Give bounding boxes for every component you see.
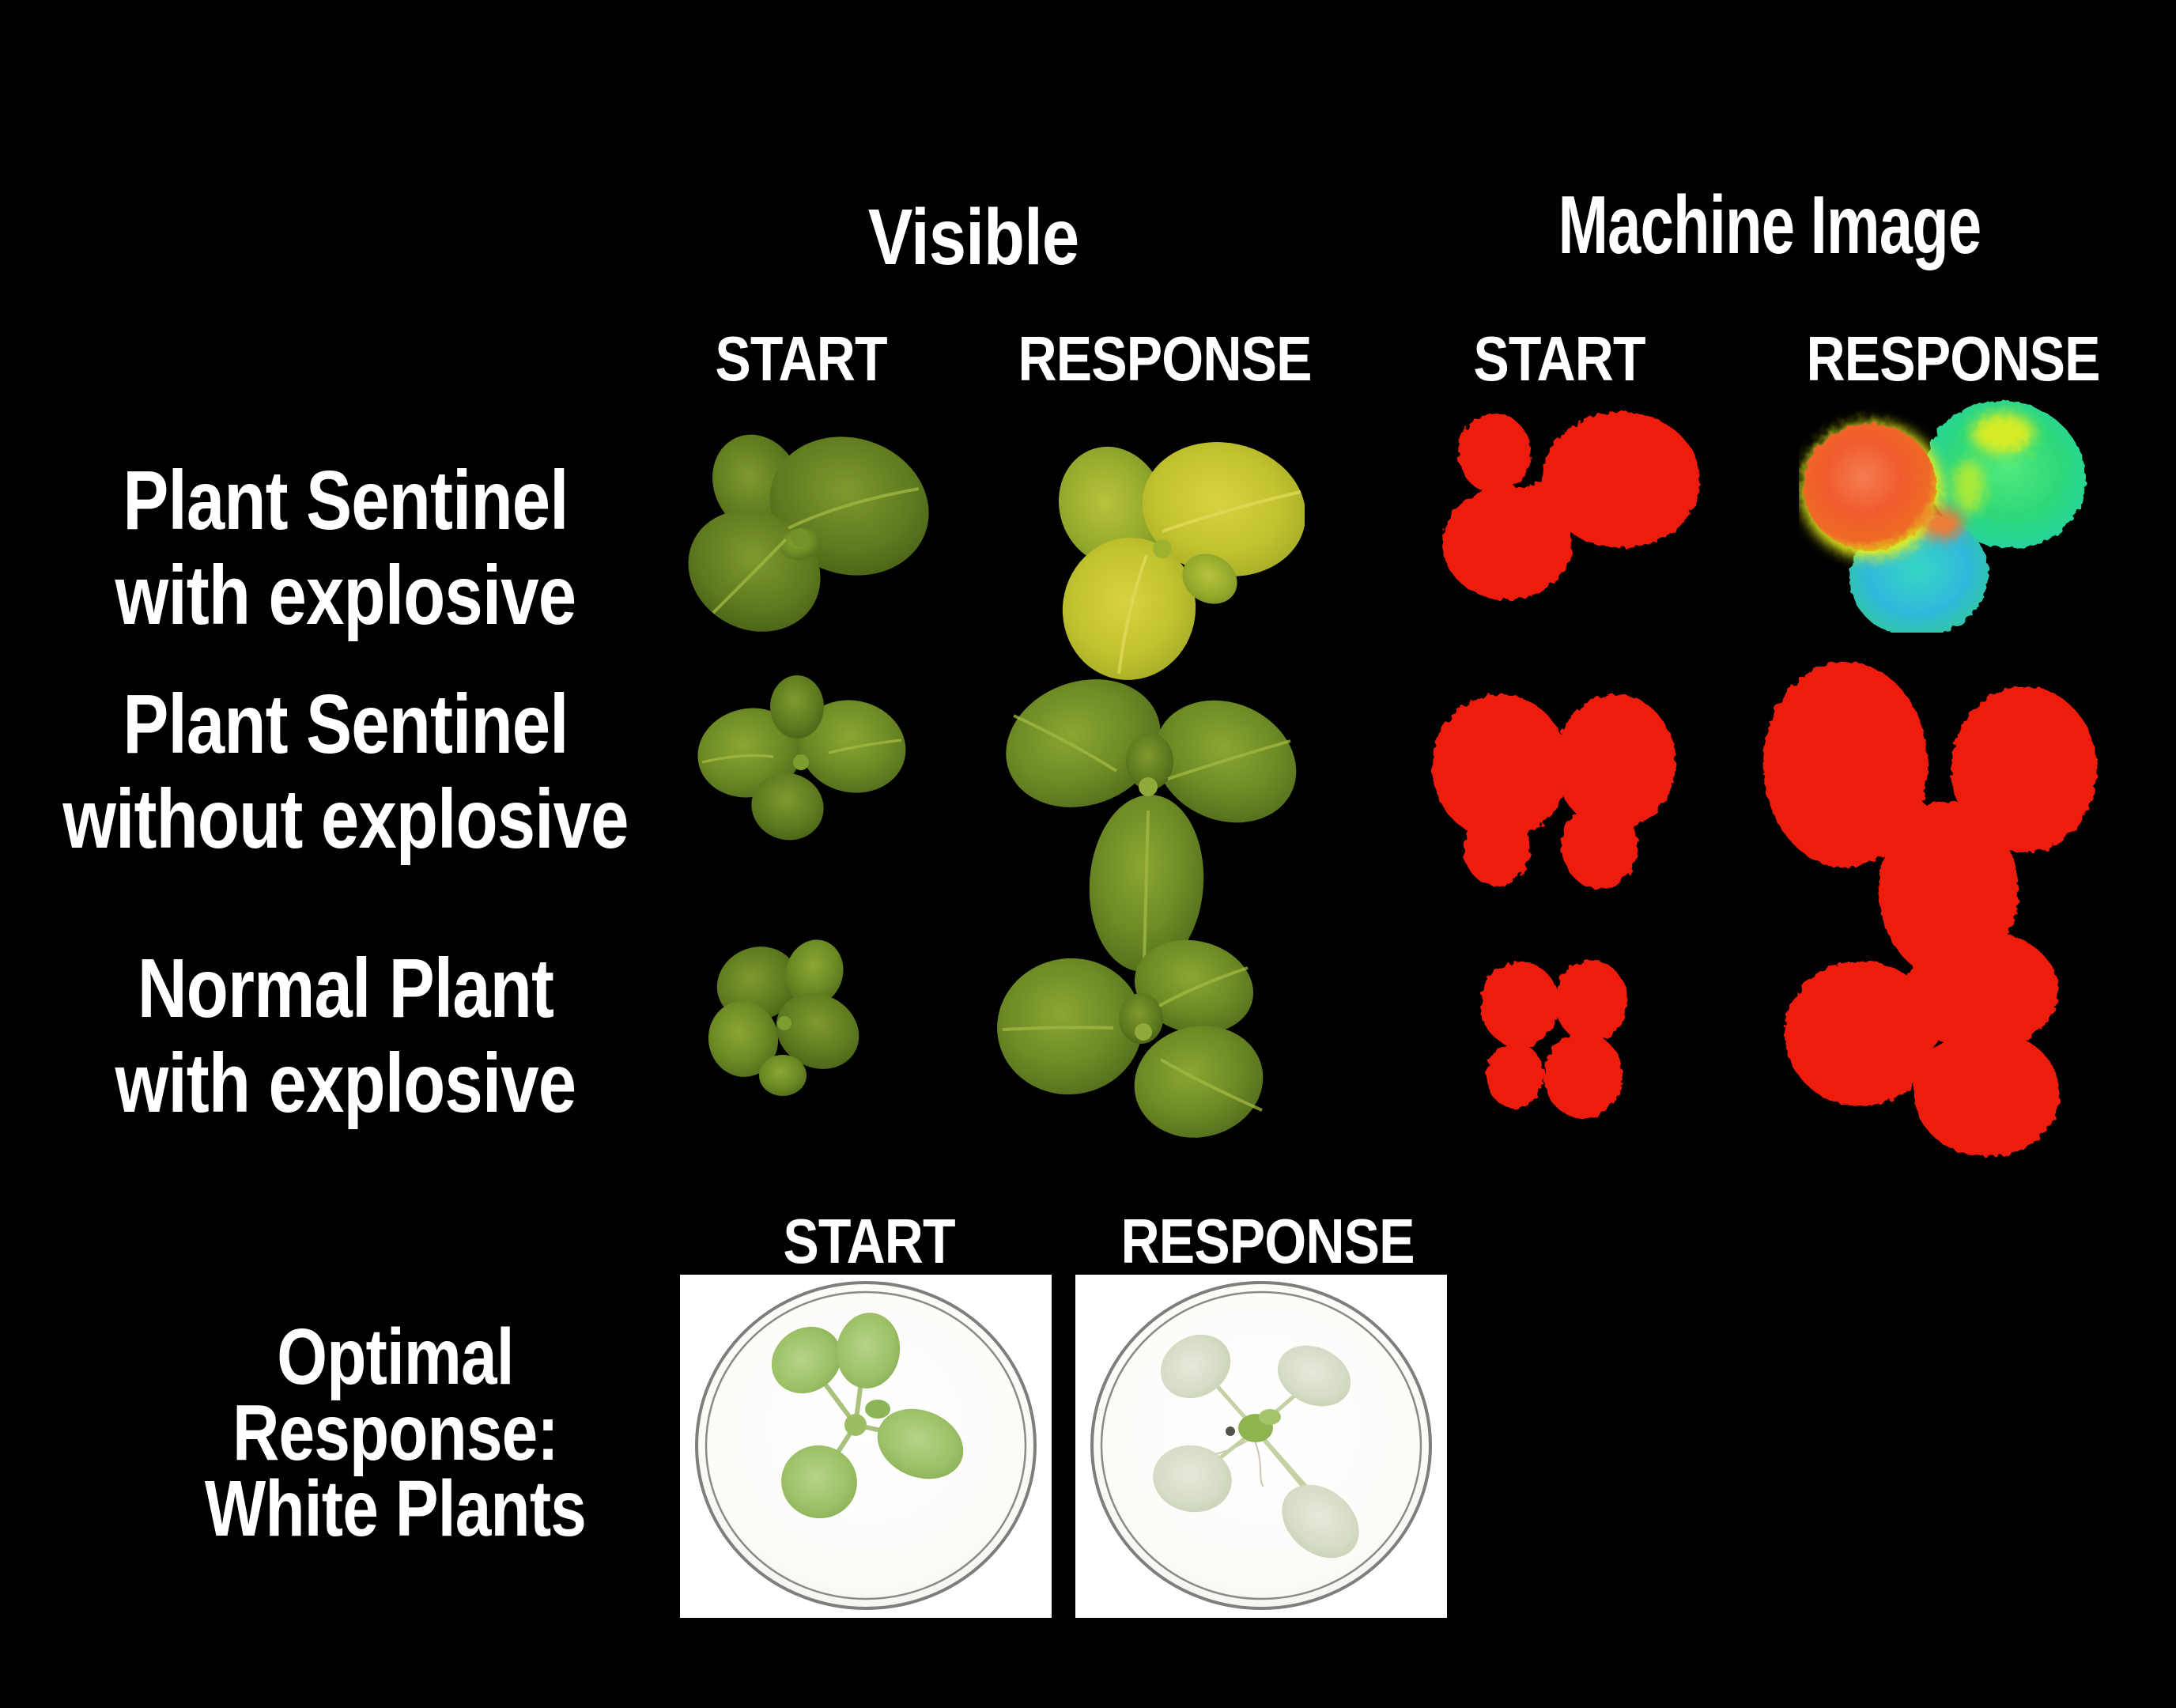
optimal-response-label: Optimal Response: White Plants xyxy=(104,1313,687,1553)
petri-dish-start-photo xyxy=(680,1275,1052,1618)
visible-plant-row3-start-photo xyxy=(708,939,859,1096)
red-silhouette xyxy=(1442,412,1700,600)
red-silhouette xyxy=(1432,694,1675,889)
row-label-sentinel-without-explosive: Plant Sentinel without explosive xyxy=(54,677,637,867)
optimal-response-line: Optimal xyxy=(277,1313,514,1401)
optimal-response-line: Response: xyxy=(232,1389,559,1477)
plant-leaves xyxy=(688,434,929,632)
petri-dish-response-photo xyxy=(1075,1275,1447,1618)
machine-response-header: RESPONSE xyxy=(1806,323,2101,394)
row-label-sentinel-with-explosive: Plant Sentinel with explosive xyxy=(54,453,637,643)
machine-image-column-title: Machine Image xyxy=(1558,179,1982,271)
visible-plant-row2-response-photo xyxy=(1006,679,1297,972)
visible-response-header: RESPONSE xyxy=(1018,323,1313,394)
row-label-line: with explosive xyxy=(115,549,576,642)
optimal-response-line: White Plants xyxy=(204,1464,587,1553)
visible-plant-row1-response-photo xyxy=(1058,442,1305,680)
plant-leaves xyxy=(1058,442,1305,680)
plant-leaves xyxy=(997,939,1264,1138)
row-label-line: Plant Sentinel xyxy=(123,454,569,547)
machine-blob-row3-response xyxy=(1785,930,2060,1157)
row-label-line: with explosive xyxy=(115,1037,576,1130)
row-label-line: Plant Sentinel xyxy=(123,678,569,771)
row-label-line: Normal Plant xyxy=(137,942,554,1035)
heatmap-silhouette xyxy=(1800,400,2087,633)
bottom-response-header: RESPONSE xyxy=(1120,1206,1415,1276)
visible-start-header: START xyxy=(715,323,887,394)
machine-start-header: START xyxy=(1473,323,1645,394)
red-silhouette xyxy=(1785,930,2060,1157)
row-label-line: without explosive xyxy=(62,773,629,866)
row-label-normal-plant-with-explosive: Normal Plant with explosive xyxy=(54,941,637,1131)
white-seedling xyxy=(1153,1334,1359,1559)
visible-plant-row2-start-photo xyxy=(697,675,906,841)
machine-blob-row3-start xyxy=(1480,960,1627,1118)
petri-dish-start-drawing xyxy=(695,1281,1037,1610)
machine-blob-row1-start xyxy=(1442,412,1700,600)
plant-leaves xyxy=(708,939,859,1096)
visible-plant-row1-start-photo xyxy=(688,434,929,632)
machine-blob-row1-response xyxy=(1800,400,2087,633)
plant-leaves xyxy=(697,675,906,841)
petri-dish-response-drawing xyxy=(1090,1281,1432,1610)
plant-leaves xyxy=(1006,679,1297,972)
bottom-start-header: START xyxy=(783,1206,955,1276)
green-seedling xyxy=(771,1313,964,1519)
visible-column-title: Visible xyxy=(867,193,1079,282)
seed-dot xyxy=(1226,1426,1235,1436)
machine-blob-row2-start xyxy=(1432,694,1675,889)
visible-plant-row3-response-photo xyxy=(997,939,1264,1138)
red-silhouette xyxy=(1480,960,1627,1118)
